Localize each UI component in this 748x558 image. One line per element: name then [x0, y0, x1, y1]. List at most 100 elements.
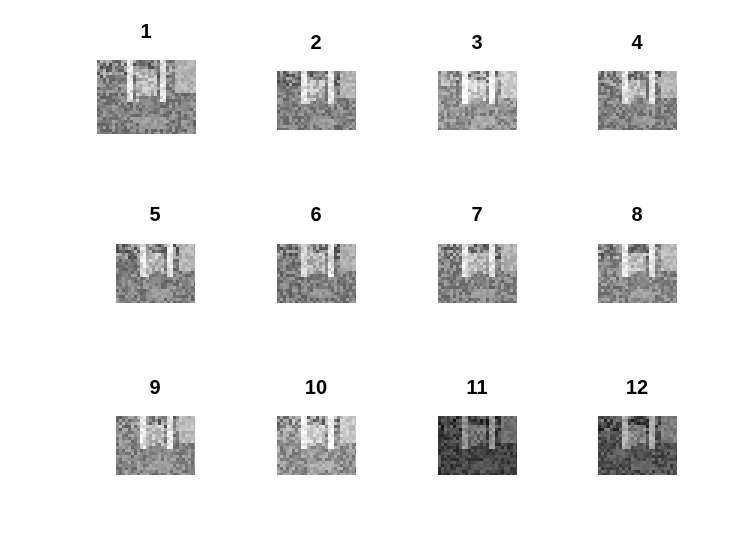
pixel-cell [304, 271, 307, 274]
pixel-cell [601, 250, 604, 253]
pixel-cell [301, 301, 304, 303]
pixel-cell [100, 60, 103, 63]
pixel-cell [277, 113, 280, 116]
pixel-cell [456, 262, 459, 265]
pixel-cell [176, 289, 179, 292]
pixel-cell [465, 122, 468, 125]
pixel-cell [142, 99, 145, 102]
pixel-cell [161, 286, 164, 289]
pixel-cell [328, 92, 331, 95]
pixel-cell [504, 292, 507, 295]
pixel-cell [598, 83, 601, 86]
pixel-cell [122, 286, 125, 289]
pixel-cell [280, 83, 283, 86]
pixel-cell [349, 247, 352, 250]
pixel-cell [453, 113, 456, 116]
pixel-cell [173, 250, 176, 253]
pixel-cell [459, 244, 462, 247]
pixel-cell [295, 289, 298, 292]
pixel-cell [158, 449, 161, 452]
pixel-cell [112, 87, 115, 90]
pixel-cell [507, 250, 510, 253]
pixel-cell [322, 128, 325, 130]
pixel-cell [483, 71, 486, 74]
pixel-cell [151, 84, 154, 87]
pixel-cell [112, 108, 115, 111]
pixel-cell [301, 110, 304, 113]
pixel-cell [175, 129, 178, 132]
pixel-cell [492, 101, 495, 104]
pixel-cell [483, 119, 486, 122]
grayscale-image [438, 71, 517, 130]
pixel-cell [173, 244, 176, 247]
pixel-cell [289, 259, 292, 262]
pixel-cell [628, 86, 631, 89]
pixel-cell [495, 104, 498, 107]
pixel-cell [178, 96, 181, 99]
pixel-cell [604, 289, 607, 292]
pixel-cell [172, 129, 175, 132]
pixel-cell [607, 298, 610, 301]
pixel-cell [298, 268, 301, 271]
pixel-cell [649, 247, 652, 250]
pixel-cell [346, 286, 349, 289]
pixel-cell [194, 292, 195, 295]
pixel-cell [319, 253, 322, 256]
pixel-cell [178, 72, 181, 75]
pixel-cell [352, 83, 355, 86]
pixel-cell [298, 283, 301, 286]
pixel-cell [352, 92, 355, 95]
pixel-cell [477, 247, 480, 250]
pixel-cell [298, 71, 301, 74]
pixel-cell [143, 247, 146, 250]
pixel-cell [313, 86, 316, 89]
pixel-cell [161, 425, 164, 428]
pixel-cell [444, 277, 447, 280]
pixel-cell [103, 126, 106, 129]
pixel-cell [304, 277, 307, 280]
pixel-cell [139, 123, 142, 126]
pixel-cell [456, 271, 459, 274]
pixel-cell [142, 72, 145, 75]
pixel-cell [328, 262, 331, 265]
pixel-cell [625, 250, 628, 253]
pixel-cell [137, 256, 140, 259]
pixel-cell [97, 93, 100, 96]
pixel-cell [349, 298, 352, 301]
pixel-cell [667, 301, 670, 303]
pixel-cell [667, 122, 670, 125]
pixel-cell [179, 452, 182, 455]
pixel-cell [465, 244, 468, 247]
pixel-cell [191, 244, 194, 247]
pixel-cell [179, 298, 182, 301]
pixel-cell [616, 107, 619, 110]
pixel-cell [459, 101, 462, 104]
pixel-cell [137, 253, 140, 256]
pixel-cell [480, 250, 483, 253]
pixel-cell [118, 90, 121, 93]
pixel-cell [598, 301, 601, 303]
pixel-cell [670, 104, 673, 107]
pixel-cell [166, 126, 169, 129]
pixel-cell [116, 292, 119, 295]
pixel-cell [343, 122, 346, 125]
pixel-cell [462, 92, 465, 95]
pixel-cell [149, 431, 152, 434]
pixel-cell [146, 265, 149, 268]
pixel-cell [160, 114, 163, 117]
pixel-cell [610, 116, 613, 119]
pixel-cell [194, 422, 195, 425]
pixel-cell [664, 268, 667, 271]
pixel-cell [313, 298, 316, 301]
pixel-cell [340, 80, 343, 83]
pixel-cell [295, 280, 298, 283]
pixel-cell [193, 108, 196, 111]
pixel-cell [462, 83, 465, 86]
pixel-cell [310, 74, 313, 77]
pixel-cell [504, 110, 507, 113]
pixel-cell [625, 283, 628, 286]
pixel-cell [301, 277, 304, 280]
pixel-cell [462, 116, 465, 119]
pixel-cell [619, 80, 622, 83]
pixel-cell [622, 95, 625, 98]
